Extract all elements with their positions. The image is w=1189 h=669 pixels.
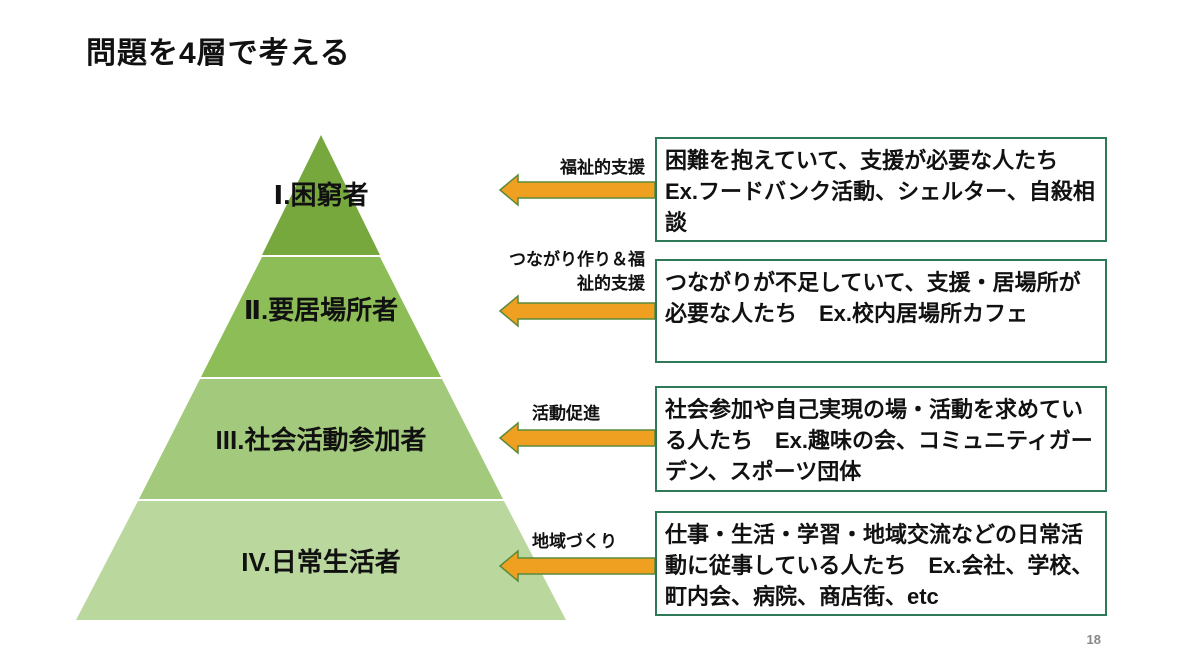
pyramid-level-3: [139, 379, 503, 499]
pyramid-level-1: [262, 135, 380, 255]
level-label-1: Ⅰ.困窮者: [273, 180, 369, 210]
arrow-label-2: つながり作り＆福祉的支援: [509, 250, 645, 293]
description-box-1: 困難を抱えていて、支援が必要な人たち Ex.フードバンク活動、シェルター、自殺相…: [655, 137, 1107, 242]
description-box-3: 社会参加や自己実現の場・活動を求めている人たち Ex.趣味の会、コミュニティガー…: [655, 386, 1107, 492]
level-label-4: IV.日常生活者: [241, 547, 401, 577]
slide-title: 問題を4層で考える: [86, 37, 351, 70]
arrow-2: [498, 294, 656, 328]
pyramid-level-4: [76, 501, 566, 620]
arrow-label-1: 福祉的支援: [560, 158, 645, 177]
level-label-3: III.社会活動参加者: [215, 425, 427, 455]
level-label-2: Ⅱ.要居場所者: [243, 295, 399, 325]
pyramid-level-2: [201, 257, 441, 377]
arrow-label-4: 地域づくり: [532, 532, 617, 551]
arrow-label-3: 活動促進: [532, 404, 600, 423]
description-box-4: 仕事・生活・学習・地域交流などの日常活動に従事している人たち Ex.会社、学校、…: [655, 511, 1107, 616]
page-number: 18: [1086, 632, 1101, 647]
description-box-2: つながりが不足していて、支援・居場所が必要な人たち Ex.校内居場所カフェ: [655, 259, 1107, 363]
arrow-3: [498, 421, 656, 455]
